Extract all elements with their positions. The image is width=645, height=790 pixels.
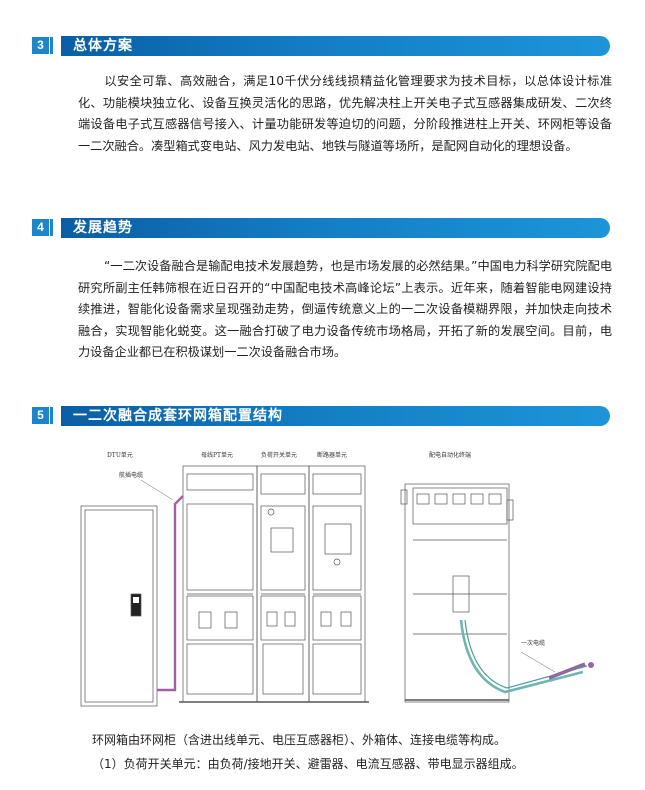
label-primary-cable: 一次电缆: [521, 640, 546, 647]
section-title-bar: 一二次融合成套环网箱配置结构: [61, 406, 610, 426]
paragraph-trend: “一二次设备融合是输配电技术发展趋势，也是市场发展的必然结果。”中国电力科学研究…: [78, 259, 613, 359]
caption-structure: 环网箱由环网柜（含进出线单元、电压互感器柜）、外箱体、连接电缆等构成。: [92, 733, 507, 747]
label-aviation-cable: 航插电缆: [119, 472, 144, 479]
section-number: 5: [32, 407, 53, 424]
section-header-structure: 5 一二次融合成套环网箱配置结构: [32, 406, 610, 426]
section-title: 发展趋势: [73, 220, 133, 236]
section-header-overall: 3 总体方案: [32, 36, 610, 56]
ring-main-unit-diagram: DTU单元 航插电缆 母线PT单元 负荷开关单元 断路器单元 配电自动化终端 一…: [75, 444, 620, 714]
label-terminal: 配电自动化终端: [429, 452, 472, 459]
label-load-switch-unit: 负荷开关单元: [261, 452, 298, 459]
section-header-trend: 4 发展趋势: [32, 218, 610, 238]
section-number: 3: [32, 37, 53, 54]
section-number: 4: [32, 219, 53, 236]
section-title: 总体方案: [73, 38, 133, 54]
breaker-cabinet: [308, 465, 366, 703]
terminal-side-view: [400, 483, 514, 703]
section-title: 一二次融合成套环网箱配置结构: [73, 408, 283, 424]
aviation-cable-line: [157, 495, 184, 692]
label-breaker-unit: 断路器单元: [317, 452, 348, 459]
label-dtu-unit: DTU单元: [107, 452, 133, 459]
paragraph-overall: 以安全可靠、高效融合，满足10千伏分线线损精益化管理要求为技术目标，以总体设计标…: [78, 74, 613, 153]
load-switch-cabinet: [256, 465, 310, 703]
dtu-cabinet: [80, 505, 158, 707]
section-title-bar: 发展趋势: [61, 218, 610, 238]
caption-load-switch: （1）负荷开关单元：由负荷/接地开关、避雷器、电流互感器、带电显示器组成。: [92, 757, 524, 771]
diagram-drawing: [80, 465, 594, 707]
primary-cable-line: [459, 619, 584, 694]
busbar-pt-cabinet: [182, 465, 258, 703]
section-title-bar: 总体方案: [61, 36, 610, 56]
label-busbar-pt-unit: 母线PT单元: [201, 452, 234, 459]
